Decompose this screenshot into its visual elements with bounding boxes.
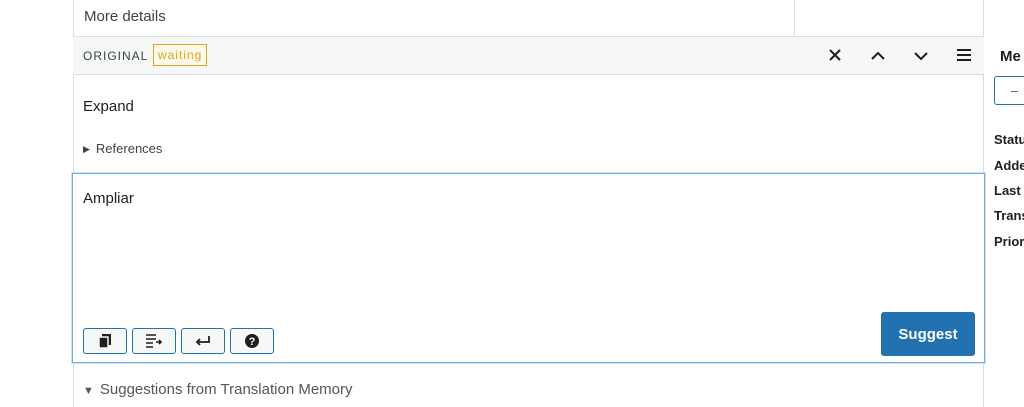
meta-status-label: Statu — [994, 132, 1024, 147]
insert-icon — [146, 334, 163, 348]
references-label: References — [95, 141, 163, 156]
tm-suggestions-label: Suggestions from Translation Memory — [99, 381, 353, 398]
insert-button[interactable] — [132, 328, 176, 354]
meta-button[interactable]: – — [994, 76, 1024, 105]
more-details-label: More details — [84, 8, 166, 25]
original-label: ORIGINAL — [83, 49, 149, 63]
menu-icon[interactable] — [953, 46, 975, 66]
original-text: Expand — [83, 98, 134, 115]
copy-original-button[interactable] — [83, 328, 127, 354]
meta-last-label: Last — [994, 183, 1021, 198]
references-toggle[interactable]: ▶ References — [83, 141, 162, 156]
newline-icon — [195, 336, 210, 346]
help-icon: ? — [245, 334, 259, 348]
translation-textarea[interactable]: Ampliar — [83, 190, 134, 207]
triangle-down-icon: ▼ — [83, 385, 94, 397]
tm-suggestions-toggle[interactable]: ▼ Suggestions from Translation Memory — [83, 381, 353, 398]
suggest-button[interactable]: Suggest — [881, 312, 975, 356]
status-badge: waiting — [153, 44, 208, 66]
meta-priority-label: Prior — [994, 234, 1024, 249]
meta-translation-label: Trans — [994, 208, 1024, 223]
meta-added-label: Adde — [994, 158, 1024, 173]
help-button[interactable]: ? — [230, 328, 274, 354]
original-header: ORIGINAL waiting — [73, 36, 984, 75]
close-icon[interactable] — [824, 46, 846, 66]
newline-button[interactable] — [181, 328, 225, 354]
triangle-right-icon: ▶ — [83, 144, 90, 154]
more-details-row[interactable]: More details — [73, 0, 795, 36]
translation-editor[interactable]: Ampliar ? Suggest — [72, 173, 985, 363]
copy-original-icon — [98, 334, 111, 349]
chevron-down-icon[interactable] — [910, 46, 932, 66]
chevron-up-icon[interactable] — [867, 46, 889, 66]
meta-title: Me — [1000, 48, 1021, 65]
svg-text:?: ? — [249, 336, 256, 348]
